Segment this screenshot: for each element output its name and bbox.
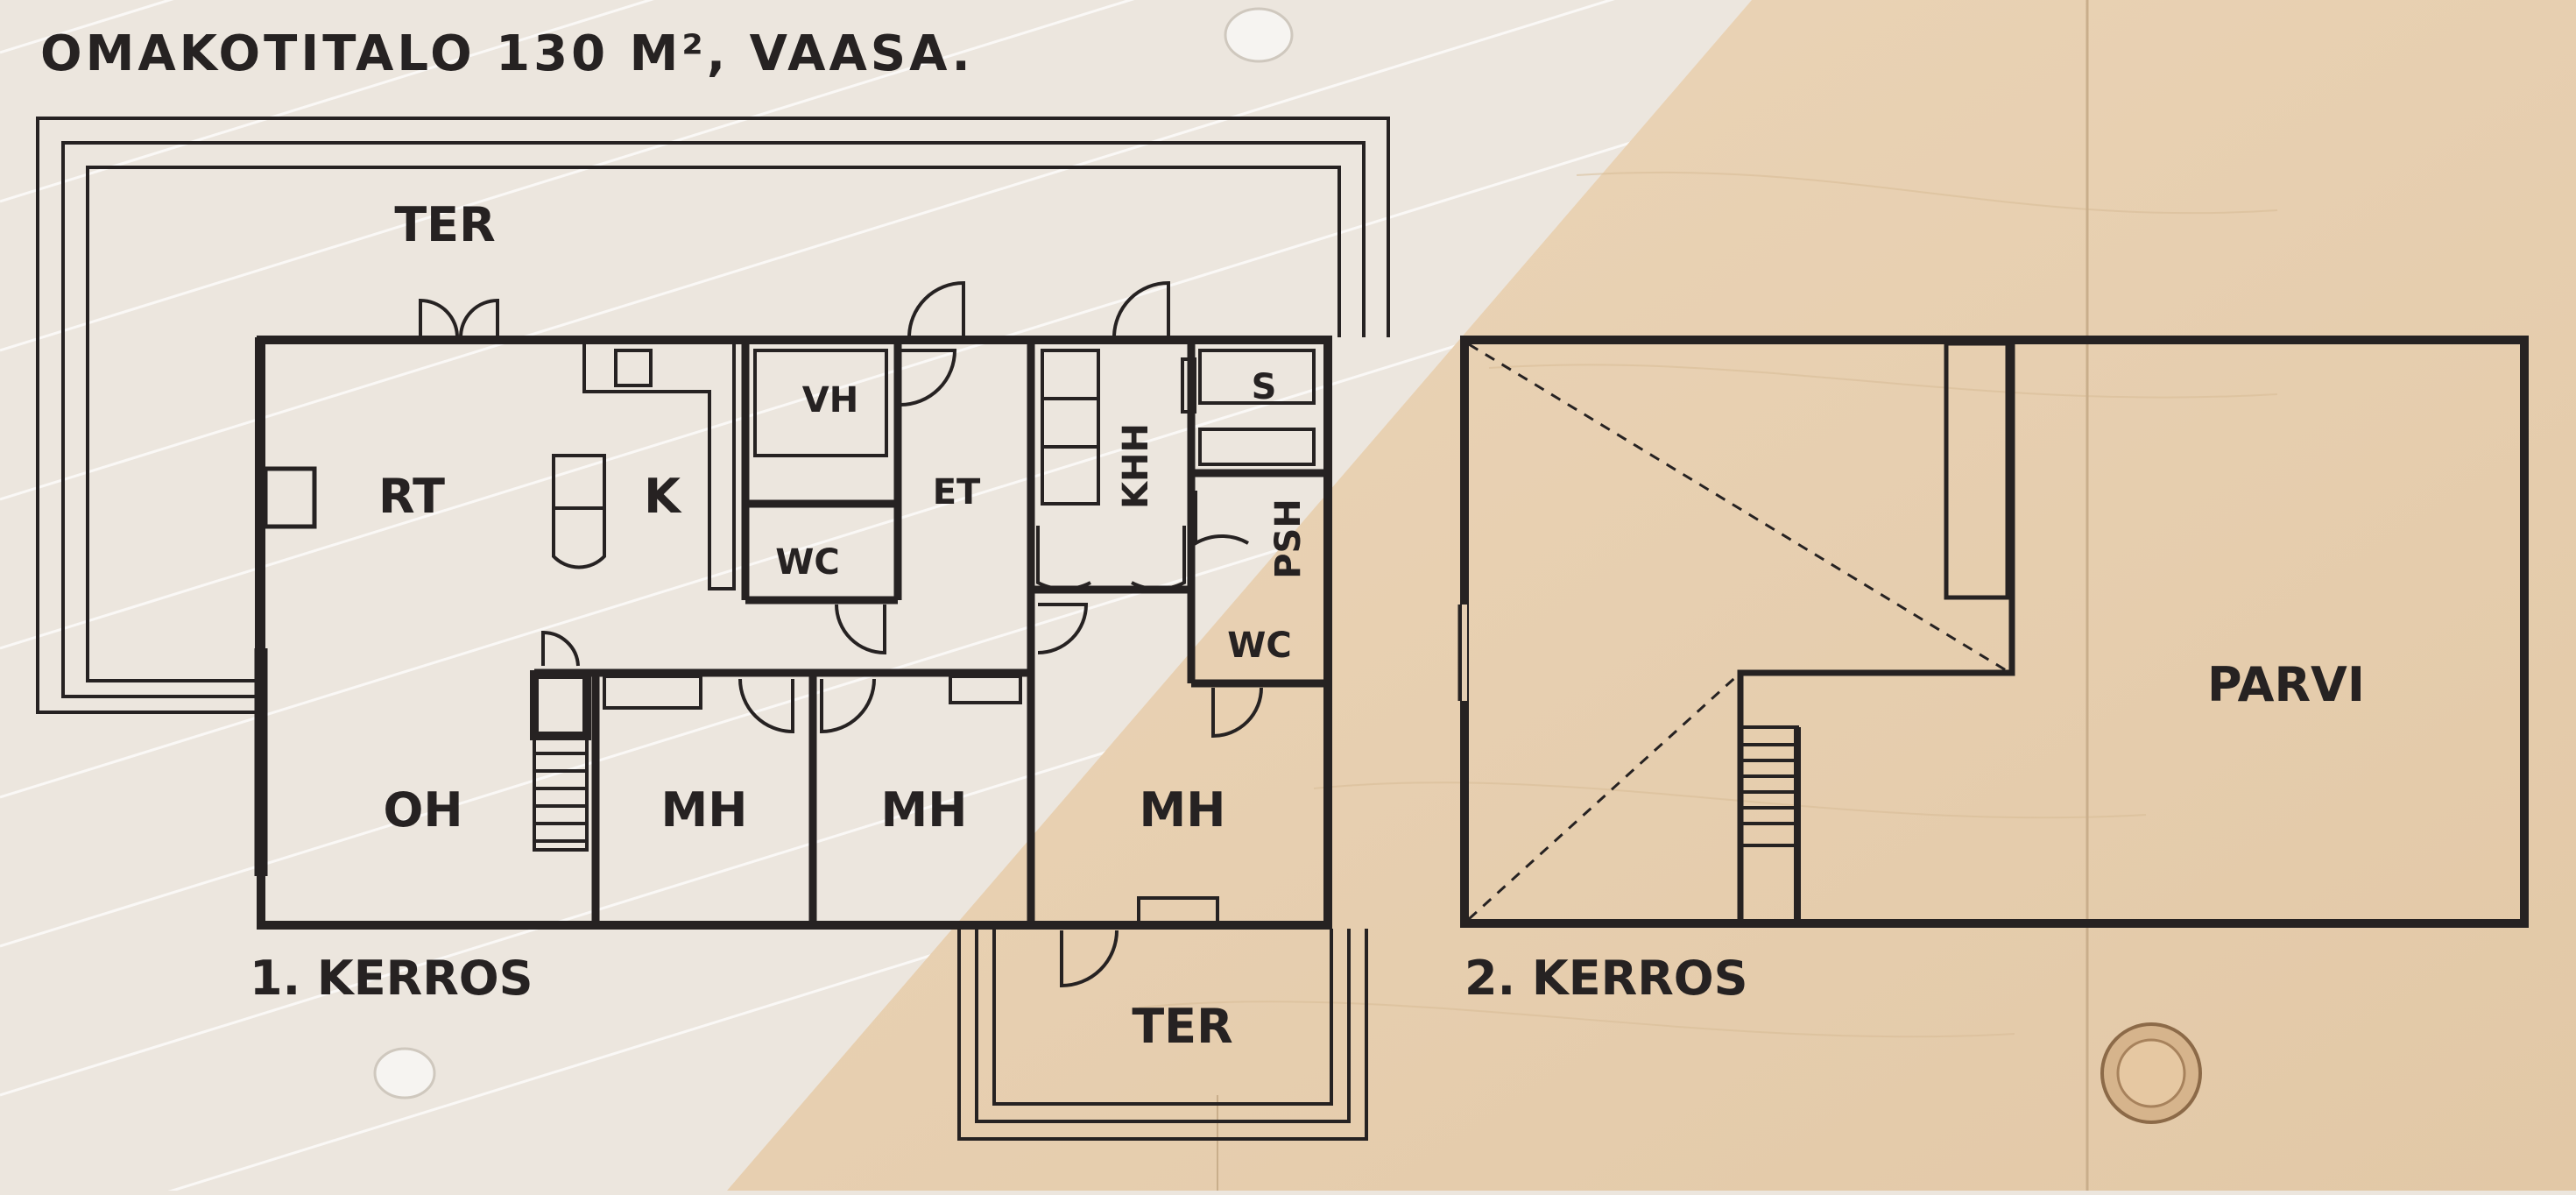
room-label-wc-1: WC (775, 542, 839, 583)
sauna-fixtures (1181, 349, 1316, 466)
staircase-floor-1 (530, 670, 591, 852)
plywood-grain (1138, 171, 2278, 1038)
room-label-rt: RT (378, 469, 445, 524)
room-label-mh-3: MH (1140, 782, 1226, 838)
khh-shelves (1041, 349, 1100, 506)
terrace-bottom (957, 929, 1368, 1141)
room-label-psh: PSH (1268, 499, 1309, 579)
plywood-wall (727, 0, 2576, 1191)
room-label-s: S (1252, 367, 1277, 407)
vh-fixture (753, 349, 888, 457)
floor-2-caption: 2. KERROS (1464, 951, 1748, 1006)
room-label-et: ET (933, 472, 981, 513)
room-label-mh-1: MH (661, 782, 748, 838)
ceiling-light-icon (1224, 7, 1294, 63)
room-label-vh: VH (802, 380, 858, 421)
wall-light-icon (2100, 1022, 2202, 1124)
floor-1-caption: 1. KERROS (250, 951, 533, 1006)
fireplace (263, 466, 317, 529)
page-title: OMAKOTITALO 130 M², VAASA. (40, 25, 974, 82)
room-label-ter-top: TER (394, 197, 495, 252)
exterior-walls (254, 336, 1332, 930)
kitchen-island (552, 454, 606, 569)
floor-1-plan: TER RT K VH WC ET KHH S PSH WC OH MH MH … (36, 117, 1390, 1141)
room-label-mh-2: MH (881, 782, 968, 838)
room-label-parvi: PARVI (2207, 657, 2365, 712)
room-label-ter-bottom: TER (1132, 999, 1232, 1054)
bedroom-closets (603, 675, 1219, 926)
room-label-oh: OH (383, 782, 462, 838)
room-label-k: K (644, 469, 682, 524)
floor-2-plan: PARVI 2. KERROS (1457, 336, 2529, 1006)
open-to-below-lines (1467, 343, 2011, 921)
kitchen-counter (582, 343, 736, 590)
room-label-wc-2: WC (1227, 626, 1291, 666)
staircase-floor-2 (1739, 725, 1801, 923)
ceiling-light-icon (373, 1047, 436, 1100)
doors (419, 280, 1263, 988)
floor-2-wall-stub (1944, 341, 2010, 600)
room-label-khh: KHH (1116, 423, 1156, 509)
interior-walls (534, 340, 1328, 925)
